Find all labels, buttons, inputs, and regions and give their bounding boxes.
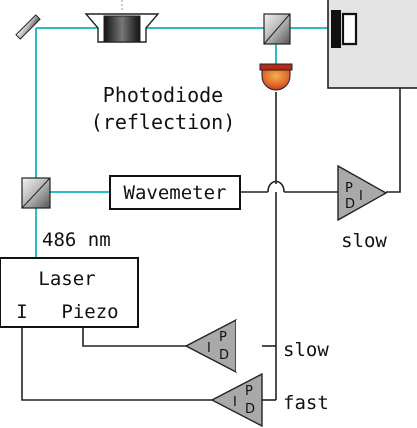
pid-top-letter-d: D	[345, 197, 355, 212]
beam-splitter-top	[263, 13, 291, 45]
pid-mid-letter-p: P	[219, 330, 227, 345]
pid-controller-wavemeter: P D I	[337, 164, 388, 222]
pid-top-letter-i: I	[359, 189, 363, 204]
pid-bottom-letter-i: I	[233, 395, 237, 410]
slow-label-mid: slow	[283, 339, 329, 361]
pid-bottom-letter-d: D	[245, 402, 255, 417]
cavity	[327, 0, 417, 89]
mirror	[15, 14, 41, 40]
wavelength-label: 486 nm	[42, 229, 111, 251]
laser: Laser I Piezo	[0, 257, 139, 328]
modulator	[84, 0, 160, 43]
pid-mid-letter-d: D	[219, 348, 229, 363]
laser-input-current: I	[16, 301, 27, 323]
photodiode	[259, 63, 293, 91]
wavemeter: Wavemeter	[109, 175, 241, 210]
photodiode-label-line1: Photodiode	[103, 83, 223, 107]
wire-mid-controller-to-piezo	[82, 327, 186, 347]
laser-title: Laser	[38, 268, 95, 290]
wire-pdi-to-cavity	[386, 88, 401, 193]
laser-input-piezo: Piezo	[61, 301, 118, 323]
pid-mid-letter-i: I	[207, 341, 211, 356]
pid-controller-fast: I P D	[210, 372, 263, 428]
fast-label: fast	[283, 392, 329, 414]
beam-splitter-left	[21, 177, 51, 209]
wavemeter-label: Wavemeter	[124, 182, 227, 204]
slow-label-top: slow	[341, 230, 387, 252]
pid-top-letter-p: P	[345, 181, 353, 196]
wire-hop-over	[267, 180, 285, 193]
pid-controller-slow: I P D	[184, 318, 262, 374]
wire-bottom-controller-to-current	[21, 327, 212, 401]
signal-wires	[21, 88, 401, 401]
pid-bottom-letter-p: P	[245, 384, 253, 399]
photodiode-label-line2: (reflection)	[91, 110, 236, 134]
